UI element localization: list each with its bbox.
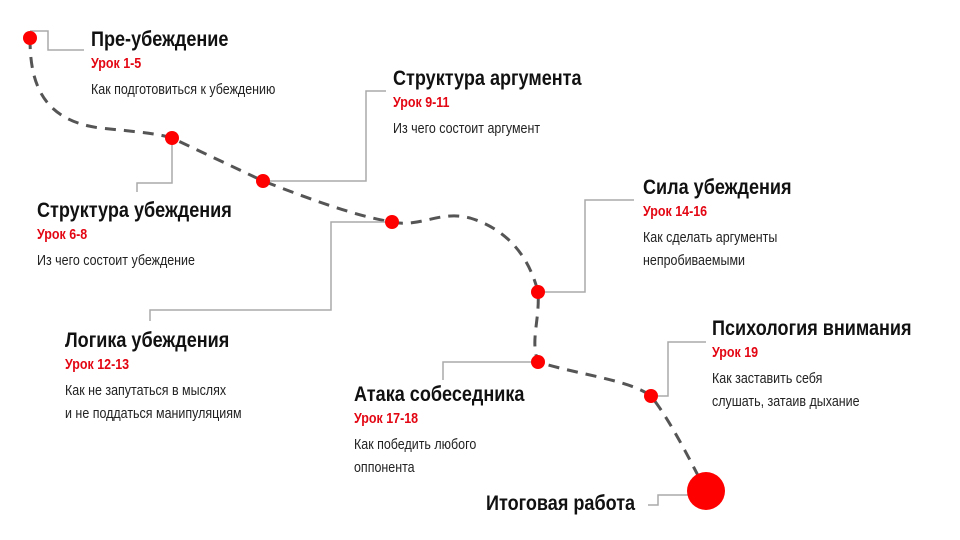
step-title: Структура убеждения xyxy=(37,199,232,222)
final-step: Итоговая работа xyxy=(486,491,635,517)
connector-1 xyxy=(30,30,84,51)
step-title: Пре-убеждение xyxy=(91,28,229,51)
step-desc: Как победить любого оппонента xyxy=(354,434,524,480)
connector-8 xyxy=(648,494,690,506)
step-desc: Из чего состоит аргумент xyxy=(393,121,541,137)
step-lesson: Урок 19 xyxy=(712,345,759,361)
step-1: Пре-убеждение Урок 1-5 Как подготовиться… xyxy=(91,27,275,102)
step-desc-line: Как не запутаться в мыслях xyxy=(65,383,227,399)
milestone-dot-1 xyxy=(23,31,37,45)
step-title: Психология внимания xyxy=(712,317,912,340)
milestone-dot-2 xyxy=(165,131,179,145)
step-6: Атака собеседника Урок 17-18 Как победит… xyxy=(354,382,524,480)
step-4: Логика убеждения Урок 12-13 Как не запут… xyxy=(65,328,242,426)
step-title: Сила убеждения xyxy=(643,176,792,199)
step-desc-line: Как победить любого xyxy=(354,437,477,453)
roadmap-path xyxy=(28,37,708,492)
step-desc-line: и не поддаться манипуляциям xyxy=(65,406,242,422)
connector-5 xyxy=(538,199,634,293)
step-lesson: Урок 14-16 xyxy=(643,204,708,220)
step-2: Структура убеждения Урок 6-8 Из чего сос… xyxy=(37,198,232,273)
milestone-dot-4 xyxy=(385,215,399,229)
connector-4 xyxy=(149,221,392,321)
milestone-dot-5 xyxy=(531,285,545,299)
step-desc-line: слушать, затаив дыхание xyxy=(712,394,860,410)
milestone-dot-7 xyxy=(644,389,658,403)
step-desc: Как сделать аргументы непробиваемыми xyxy=(643,227,792,273)
step-desc: Как не запутаться в мыслях и не поддатьс… xyxy=(65,380,242,426)
step-7: Психология внимания Урок 19 Как заставит… xyxy=(712,316,912,414)
step-desc-line: оппонента xyxy=(354,460,415,476)
step-desc-line: Как сделать аргументы xyxy=(643,230,778,246)
step-lesson: Урок 12-13 xyxy=(65,357,130,373)
final-title: Итоговая работа xyxy=(486,492,636,515)
step-desc: Из чего состоит убеждение xyxy=(37,253,195,269)
step-lesson: Урок 1-5 xyxy=(91,56,142,72)
step-desc: Как заставить себя слушать, затаив дыхан… xyxy=(712,368,912,414)
connector-6 xyxy=(442,361,538,380)
step-title: Логика убеждения xyxy=(65,329,230,352)
step-3: Структура аргумента Урок 9-11 Из чего со… xyxy=(393,66,582,141)
final-dot xyxy=(687,472,725,510)
step-title: Структура аргумента xyxy=(393,67,582,90)
step-desc: Как подготовиться к убеждению xyxy=(91,82,276,98)
milestone-dot-6 xyxy=(531,355,545,369)
step-lesson: Урок 6-8 xyxy=(37,227,88,243)
step-lesson: Урок 17-18 xyxy=(354,411,419,427)
step-title: Атака собеседника xyxy=(354,383,525,406)
step-desc-line: Как заставить себя xyxy=(712,371,823,387)
connector-7 xyxy=(651,341,706,397)
step-lesson: Урок 9-11 xyxy=(393,95,450,111)
connector-2 xyxy=(136,138,173,192)
step-5: Сила убеждения Урок 14-16 Как сделать ар… xyxy=(643,175,792,273)
step-desc-line: непробиваемыми xyxy=(643,253,745,269)
milestone-dot-3 xyxy=(256,174,270,188)
connector-3 xyxy=(263,90,386,182)
